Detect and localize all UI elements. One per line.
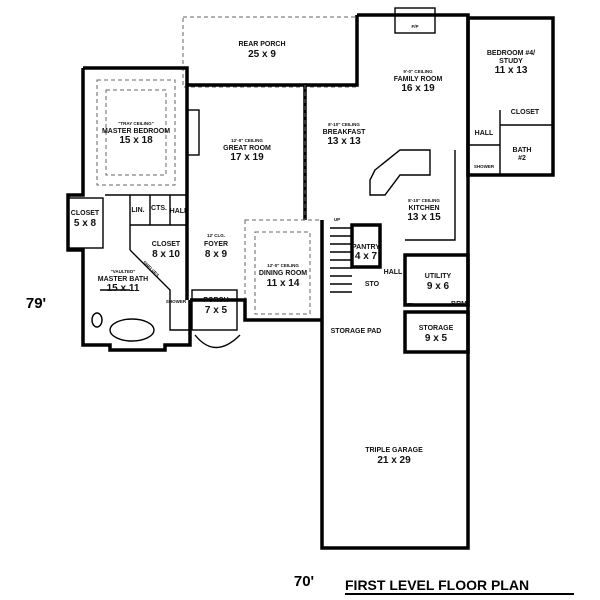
closet-master-label: CLOSET	[152, 241, 181, 248]
master-bedroom-label: MASTER BEDROOM	[102, 128, 170, 135]
storage-pad-label: STORAGE PAD	[331, 328, 382, 335]
rear-porch-size: 25 x 9	[248, 49, 276, 60]
closet-left-size: 5 x 8	[74, 218, 97, 229]
front-walls	[190, 298, 322, 322]
foyer-size: 8 x 9	[205, 249, 228, 260]
pantry-walls	[350, 223, 382, 269]
tray-ceiling	[96, 79, 176, 186]
garage-size: 21 x 29	[377, 455, 411, 466]
kitchen-label: KITCHEN	[408, 205, 439, 212]
family-room-size: 16 x 19	[401, 83, 435, 94]
breakfast-label: BREAKFAST	[323, 129, 367, 136]
rear-porch-outline	[182, 16, 358, 88]
utility-walls	[403, 253, 470, 307]
kitchen-counter	[405, 150, 456, 241]
kitchen-ceiling: 8'-10" CEILING	[408, 198, 440, 203]
family-kitchen-walls	[305, 13, 470, 355]
hall-right-label: HALL	[475, 130, 494, 137]
toilet-icon	[91, 312, 103, 328]
bath2-label: BATH	[513, 147, 532, 154]
bedroom4-label: BEDROOM #4/	[487, 50, 535, 57]
plan-title: FIRST LEVEL FLOOR PLAN	[345, 577, 529, 593]
fireplace-great-room	[186, 109, 200, 156]
closet-left-label: CLOSET	[71, 210, 100, 217]
cts-left-label: CTS.	[151, 205, 167, 212]
dining-ceiling-outline	[254, 231, 311, 315]
storage-size: 9 x 5	[425, 333, 448, 344]
utility-label: UTILITY	[425, 273, 452, 280]
bathtub-icon	[109, 318, 155, 342]
bedroom4-walls	[466, 16, 555, 177]
storage-walls	[403, 310, 470, 354]
kitchen-size: 13 x 15	[407, 212, 441, 223]
great-room-ceiling: 12'-0" CEILING	[231, 138, 263, 143]
hall-mid-label: HALL	[384, 269, 403, 276]
master-bath-size: 15 x 11	[107, 283, 140, 294]
great-room-size: 17 x 19	[230, 152, 264, 163]
hall-left-label: HALL	[170, 208, 189, 215]
sto-label: STO	[365, 281, 380, 288]
breakfast-ceiling: 8'-10" CEILING	[328, 122, 360, 127]
bay-steps	[194, 334, 241, 349]
fireplace-family-room	[394, 7, 436, 34]
porch-label: PORCH	[203, 297, 228, 304]
pantry-size: 4 x 7	[355, 251, 378, 262]
dining-room-label: DINING ROOM	[259, 270, 307, 277]
family-room-label: FAMILY ROOM	[394, 76, 443, 83]
bedroom4-label-2: STUDY	[499, 58, 523, 65]
master-bedroom-size: 15 x 18	[119, 135, 153, 146]
kitchen-island	[369, 149, 431, 196]
bath-walls	[100, 249, 190, 331]
porch-outline	[191, 289, 238, 331]
depth-dimension: 79'	[26, 295, 46, 312]
family-room-ceiling: 9'-0" CEILING	[403, 69, 433, 74]
dining-room-size: 11 x 14	[267, 278, 300, 289]
breakfast-size: 13 x 13	[327, 136, 361, 147]
garage-label: TRIPLE GARAGE	[365, 447, 423, 454]
bedroom4-interior-walls	[468, 110, 553, 175]
great-room-label: GREAT ROOM	[223, 145, 271, 152]
closet-master-size: 8 x 10	[152, 249, 180, 260]
master-wing-walls	[66, 66, 192, 352]
shower-master-label: SHOWER	[166, 299, 187, 304]
master-bath-label: MASTER BATH	[98, 276, 148, 283]
rear-porch-label: REAR PORCH	[238, 41, 285, 48]
bedroom4-closet-label: CLOSET	[511, 109, 540, 116]
master-bedroom-ceiling: "TRAY CEILING"	[118, 121, 154, 126]
storage-label: STORAGE	[419, 325, 454, 332]
brm-label: BRM	[451, 301, 467, 308]
linen-label: LIN.	[131, 207, 144, 214]
shower-right-label: SHOWER	[474, 164, 495, 169]
bath2-number: #2	[518, 155, 526, 162]
interior-walls-master	[105, 194, 187, 250]
cts-mid-label: CTS.	[405, 302, 415, 307]
closet-left-outline	[67, 197, 104, 249]
tray-ceiling-inner	[105, 89, 167, 176]
stairs-up-label: UP	[334, 217, 340, 222]
width-dimension: 70'	[294, 573, 314, 590]
bedroom4-size: 11 x 13	[495, 65, 528, 76]
dining-ceiling: 12'-0" CEILING	[267, 263, 299, 268]
foyer-ceiling: 12' CLG.	[207, 233, 225, 238]
master-bath-ceiling: "VAULTED"	[111, 269, 136, 274]
porch-size: 7 x 5	[205, 305, 228, 316]
utility-size: 9 x 6	[427, 281, 450, 292]
stairs-treads	[330, 227, 352, 293]
fireplace-label: F/P	[411, 24, 418, 29]
pantry-label: PANTRY	[352, 244, 380, 251]
foyer-label: FOYER	[204, 241, 228, 248]
